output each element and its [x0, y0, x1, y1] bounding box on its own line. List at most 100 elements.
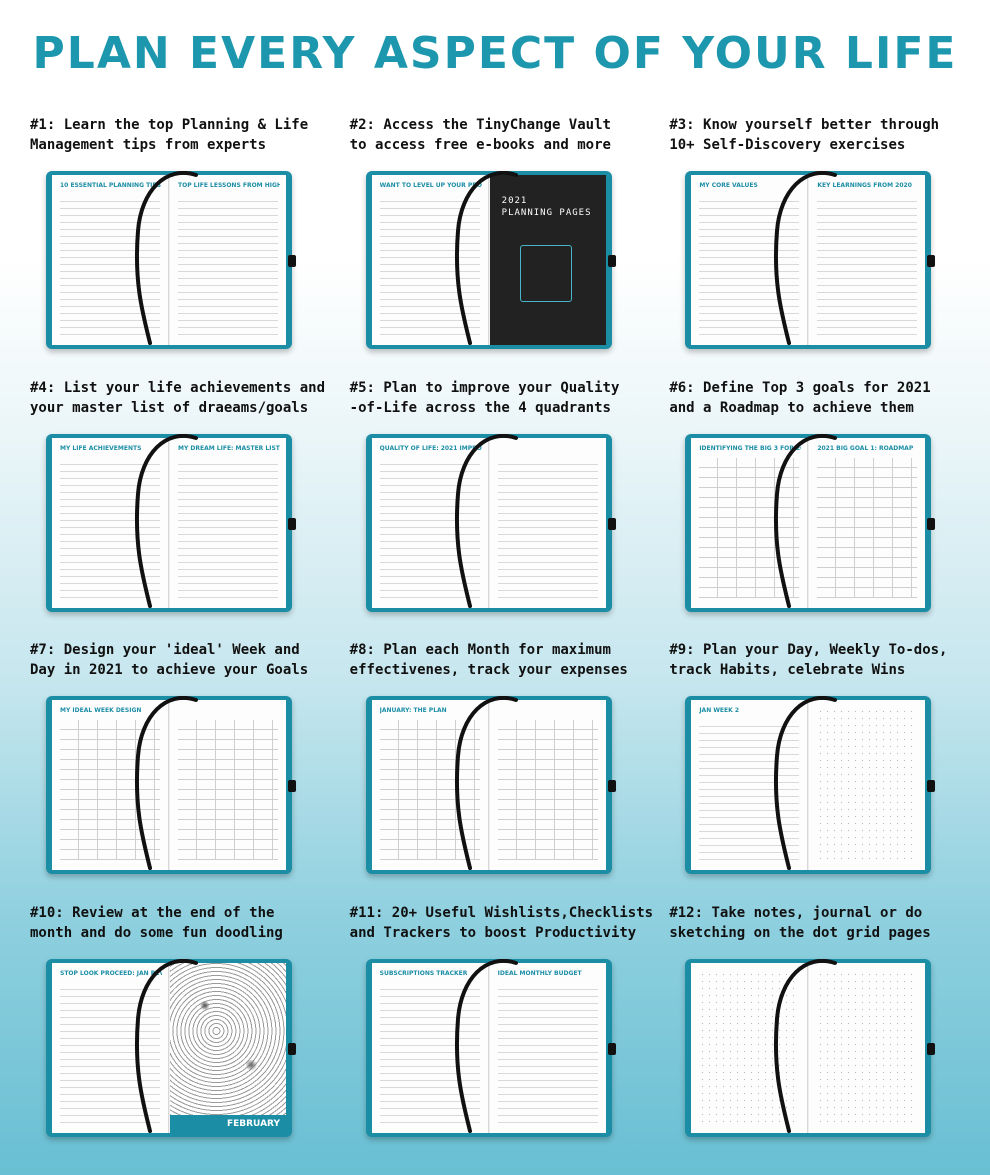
right-page: IDEAL MONTHLY BUDGET	[488, 962, 606, 1133]
planner-spread: QUALITY OF LIFE: 2021 IMPROVEMENT PLAN	[371, 437, 606, 608]
left-page	[691, 962, 809, 1133]
page-content	[817, 708, 918, 862]
left-page: 10 ESSENTIAL PLANNING TIPS FOR 2021	[52, 175, 169, 345]
panel-caption: #8: Plan each Month for maximum effectiv…	[349, 642, 628, 678]
page-heading: MY IDEAL WEEK DESIGN	[60, 707, 142, 714]
right-page	[169, 700, 286, 870]
planner-spread	[691, 962, 926, 1133]
page-content	[497, 457, 598, 598]
page-heading: SUBSCRIPTIONS TRACKER	[379, 969, 468, 977]
page-heading: IDEAL MONTHLY BUDGET	[497, 969, 582, 977]
planner-image: MY IDEAL WEEK DESIGN	[46, 696, 296, 874]
planner-image: 10 ESSENTIAL PLANNING TIPS FOR 2021 TOP L…	[46, 171, 296, 349]
left-page: MY LIFE ACHIEVEMENTS	[52, 437, 169, 608]
panel-caption: #4: List your life achievements and your…	[30, 379, 326, 416]
elastic-strap	[927, 780, 936, 792]
page-heading: TOP LIFE LESSONS FROM HIGH ACHIEVERS	[178, 182, 280, 189]
panel-9: #9: Plan your Day, Weekly To-dos, track …	[669, 640, 975, 903]
panel-grid: #1: Learn the top Planning & Life Manage…	[30, 115, 975, 1165]
elastic-strap	[927, 255, 936, 267]
page-content	[178, 457, 278, 598]
planner-spread: MY LIFE ACHIEVEMENTS MY DREAM LIFE: MASTE…	[52, 437, 286, 608]
dot-grid	[699, 970, 800, 1125]
left-page: WANT TO LEVEL UP YOUR PRODUCTIVITY ?	[371, 175, 489, 345]
panel-caption: #6: Define Top 3 goals for 2021 and a Ro…	[669, 379, 931, 416]
page-content	[699, 720, 800, 860]
left-page: STOP LOOK PROCEED: JAN REVIEW	[52, 962, 169, 1133]
page-content	[379, 195, 480, 335]
panel-caption: #3: Know yourself better through 10+ Sel…	[669, 117, 940, 153]
planner-spread: JANUARY: THE PLAN	[371, 700, 606, 870]
elastic-strap	[927, 517, 936, 530]
page-heading: 10 ESSENTIAL PLANNING TIPS FOR 2021	[60, 182, 162, 189]
planner-image: SUBSCRIPTIONS TRACKER IDEAL MONTHLY BUDGE…	[365, 958, 616, 1137]
page-heading: MY LIFE ACHIEVEMENTS	[60, 444, 142, 452]
right-page: TOP LIFE LESSONS FROM HIGH ACHIEVERS	[169, 175, 286, 345]
right-page	[808, 962, 926, 1133]
elastic-strap	[288, 780, 296, 792]
planner-image: MY LIFE ACHIEVEMENTS MY DREAM LIFE: MASTE…	[46, 433, 296, 612]
panel-10: #10: Review at the end of the month and …	[30, 903, 336, 1166]
page-content	[178, 720, 278, 860]
right-page: 2021 PLANNING PAGES	[488, 175, 606, 345]
page-heading: KEY LEARNINGS FROM 2020	[817, 182, 912, 189]
panel-6: #6: Define Top 3 goals for 2021 and a Ro…	[669, 378, 975, 641]
page-content	[379, 720, 480, 860]
planner-spread: MY IDEAL WEEK DESIGN	[52, 700, 286, 870]
panel-11: #11: 20+ Useful Wishlists,Checklists and…	[350, 903, 656, 1166]
elastic-strap	[607, 1042, 616, 1055]
page-heading: 2021 BIG GOAL 1: ROADMAP	[817, 444, 914, 452]
right-page: MY DREAM LIFE: MASTER LIST OF GOALS	[169, 437, 286, 608]
right-page	[488, 437, 606, 608]
planner-image: STOP LOOK PROCEED: JAN REVIEWFEBRUARY	[46, 958, 296, 1137]
planner-image: JANUARY: THE PLAN	[365, 696, 616, 874]
right-page	[488, 700, 606, 870]
panel-caption: #2: Access the TinyChange Vault to acces…	[349, 117, 611, 153]
page-content	[699, 457, 800, 598]
page-content	[699, 195, 800, 335]
panel-4: #4: List your life achievements and your…	[30, 378, 336, 641]
planner-image: QUALITY OF LIFE: 2021 IMPROVEMENT PLAN	[365, 433, 616, 612]
page-content	[60, 982, 160, 1123]
panel-caption: #11: 20+ Useful Wishlists,Checklists and…	[349, 904, 654, 941]
page-content	[60, 195, 160, 335]
panel-3: #3: Know yourself better through 10+ Sel…	[669, 115, 975, 378]
planner-spread: JAN WEEK 2	[691, 700, 926, 870]
panel-caption: #7: Design your 'ideal' Week and Day in …	[30, 642, 309, 678]
planner-image: IDENTIFYING THE BIG 3 FOR 20212021 BIG G…	[685, 433, 936, 612]
page-content	[60, 720, 160, 860]
planner-image: WANT TO LEVEL UP YOUR PRODUCTIVITY ? 2021…	[365, 171, 616, 349]
left-page: SUBSCRIPTIONS TRACKER	[371, 962, 489, 1133]
panel-1: #1: Learn the top Planning & Life Manage…	[30, 115, 336, 378]
planner-spread: SUBSCRIPTIONS TRACKER IDEAL MONTHLY BUDGE…	[371, 962, 606, 1133]
panel-5: #5: Plan to improve your Quality -of-Lif…	[350, 378, 656, 641]
left-page: MY IDEAL WEEK DESIGN	[52, 700, 169, 870]
page-content	[817, 457, 918, 598]
left-page: JAN WEEK 2	[691, 700, 809, 870]
planner-spread: 10 ESSENTIAL PLANNING TIPS FOR 2021 TOP L…	[52, 175, 286, 345]
page-content	[497, 720, 598, 860]
planner-spread: WANT TO LEVEL UP YOUR PRODUCTIVITY ? 2021…	[371, 175, 606, 345]
planner-spread: MY CORE VALUES KEY LEARNINGS FROM 2020	[691, 175, 926, 345]
month-label: FEBRUARY	[170, 1114, 286, 1133]
document-icon	[519, 245, 572, 302]
right-page	[808, 700, 926, 870]
elastic-strap	[607, 780, 616, 792]
elastic-strap	[607, 517, 616, 530]
panel-7: #7: Design your 'ideal' Week and Day in …	[30, 640, 336, 903]
planner-spread: IDENTIFYING THE BIG 3 FOR 20212021 BIG G…	[691, 437, 926, 608]
elastic-strap	[607, 255, 616, 267]
elastic-strap	[288, 517, 296, 530]
page-heading: QUALITY OF LIFE: 2021 IMPROVEMENT PLAN	[379, 444, 482, 452]
panel-12: #12: Take notes, journal or do sketching…	[669, 903, 975, 1166]
page-content	[817, 195, 918, 335]
planner-spread: STOP LOOK PROCEED: JAN REVIEWFEBRUARY	[52, 962, 286, 1133]
panel-caption: #5: Plan to improve your Quality -of-Lif…	[349, 379, 620, 416]
page-heading: WANT TO LEVEL UP YOUR PRODUCTIVITY ?	[379, 182, 482, 189]
page-content	[379, 457, 480, 598]
right-page: FEBRUARY	[169, 962, 286, 1133]
page-heading: MY CORE VALUES	[699, 182, 758, 189]
page-content	[379, 982, 480, 1123]
left-page: JANUARY: THE PLAN	[371, 700, 489, 870]
page-heading: JANUARY: THE PLAN	[379, 707, 447, 714]
